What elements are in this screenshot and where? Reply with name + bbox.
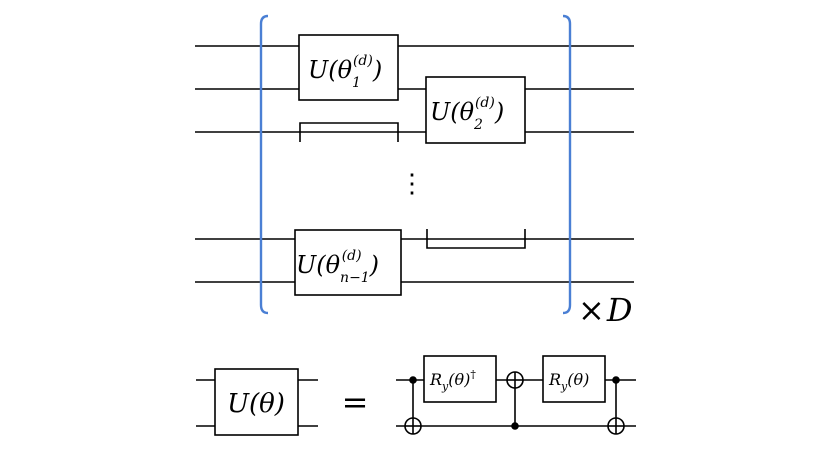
repeat-label: ×D [578,291,632,329]
ry-dagger-label: Ry(θ)† [429,368,476,393]
ry-dagger-gate: Ry(θ)† [423,355,497,403]
partial-gate-bottom [426,229,526,249]
cnot-plus-marks [405,372,624,434]
gate-u1: U(θ1(d)) [298,34,399,101]
gate-u2-label: U(θ2(d)) [430,95,504,133]
gate-u1-box [298,34,399,101]
gate-u2: U(θ2(d)) [425,76,526,144]
cnot-1-control [409,376,417,384]
qubit-wires [195,45,634,283]
gate-un1: U(θn−1(d)) [294,229,402,296]
partial-gate-top [299,122,399,142]
right-bracket [562,14,572,315]
gate-u1-label: U(θ1(d)) [308,53,382,91]
ry-box [542,355,606,403]
generic-gate: U(θ) [196,368,318,436]
ry-dagger-box [423,355,497,403]
cnot-2-control [511,422,519,430]
gate-un1-label: U(θn−1(d)) [296,248,379,286]
ry-gate: Ry(θ) [542,355,606,403]
cnot-3-control [612,376,620,384]
equals-sign: = [342,383,369,421]
generic-gate-label: U(θ) [227,389,285,419]
decomposed-circuit: Ry(θ)† Ry(θ) [396,355,636,435]
ry-label: Ry(θ) [548,370,589,393]
generic-gate-box [214,368,299,436]
vertical-ellipsis: ⋮ [399,169,425,199]
left-bracket [259,14,269,315]
gate-un1-box [294,229,402,296]
gate-u2-box [425,76,526,144]
